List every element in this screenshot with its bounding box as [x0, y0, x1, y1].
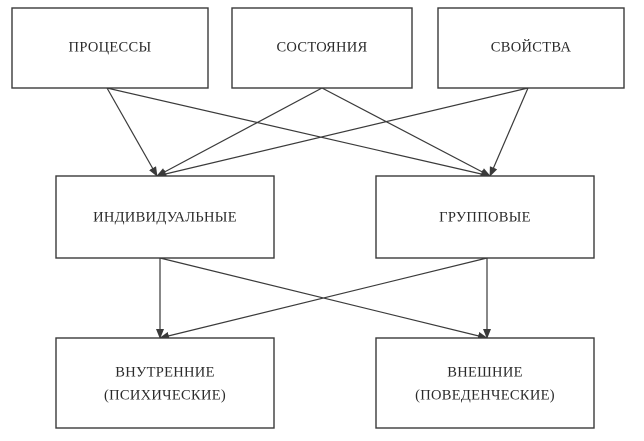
edges-layer [106, 87, 529, 340]
arrow-states-to-individual [156, 87, 323, 177]
node-external-line2: (ПОВЕДЕНЧЕСКИЕ) [415, 387, 555, 403]
arrow-properties-to-group [489, 87, 529, 177]
arrow-processes-to-individual [106, 87, 158, 177]
arrow-states-to-group [321, 87, 491, 177]
node-internal-line2: (ПСИХИЧЕСКИЕ) [104, 387, 226, 403]
arrow-properties-to-individual [156, 87, 529, 178]
arrow-processes-to-group [106, 87, 491, 178]
node-processes: ПРОЦЕССЫ [11, 7, 209, 89]
arrow-group-to-internal [159, 257, 488, 340]
node-group-label: ГРУППОВЫЕ [439, 209, 531, 225]
node-external: ВНЕШНИЕ (ПОВЕДЕНЧЕСКИЕ) [375, 337, 595, 429]
node-individual-label: ИНДИВИДУАЛЬНЫЕ [93, 209, 237, 225]
node-external-line1: ВНЕШНИЕ [447, 364, 523, 380]
node-processes-label: ПРОЦЕССЫ [69, 39, 152, 55]
node-individual: ИНДИВИДУАЛЬНЫЕ [55, 175, 275, 259]
node-properties: СВОЙСТВА [437, 7, 625, 89]
node-group: ГРУППОВЫЕ [375, 175, 595, 259]
node-states: СОСТОЯНИЯ [231, 7, 413, 89]
node-internal: ВНУТРЕННИЕ (ПСИХИЧЕСКИЕ) [55, 337, 275, 429]
node-properties-label: СВОЙСТВА [491, 38, 572, 55]
node-states-label: СОСТОЯНИЯ [276, 39, 367, 55]
node-internal-line1: ВНУТРЕННИЕ [115, 364, 214, 380]
